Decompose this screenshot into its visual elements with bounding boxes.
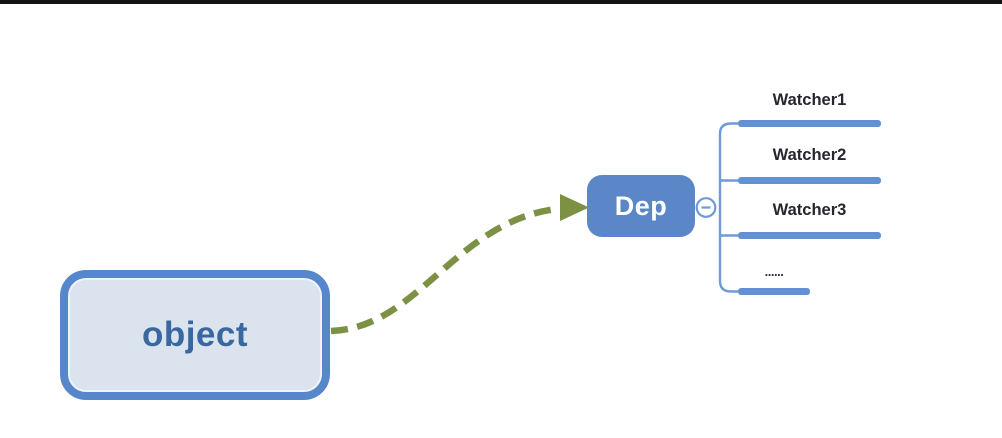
- watcher-bar-1: [738, 120, 881, 127]
- dependency-arrow-curve: [330, 205, 557, 335]
- dep-node-label: Dep: [614, 190, 668, 221]
- watcher-bar-2: [738, 177, 881, 184]
- watcher-label-3: Watcher3: [772, 201, 847, 219]
- dependency-arrowhead-icon: [560, 194, 589, 221]
- object-node: object: [60, 270, 330, 400]
- watcher-bracket: [718, 122, 738, 293]
- collapse-toggle[interactable]: [695, 197, 717, 218]
- watcher-label-more: ......: [764, 264, 784, 279]
- watcher-bar-more: [738, 288, 810, 295]
- object-node-label: object: [141, 315, 249, 354]
- watcher-label-1: Watcher1: [772, 91, 847, 109]
- top-border-bar: [0, 0, 1002, 4]
- watcher-label-2: Watcher2: [772, 146, 847, 164]
- dep-node: Dep: [587, 175, 695, 237]
- watcher-bar-3: [738, 232, 881, 239]
